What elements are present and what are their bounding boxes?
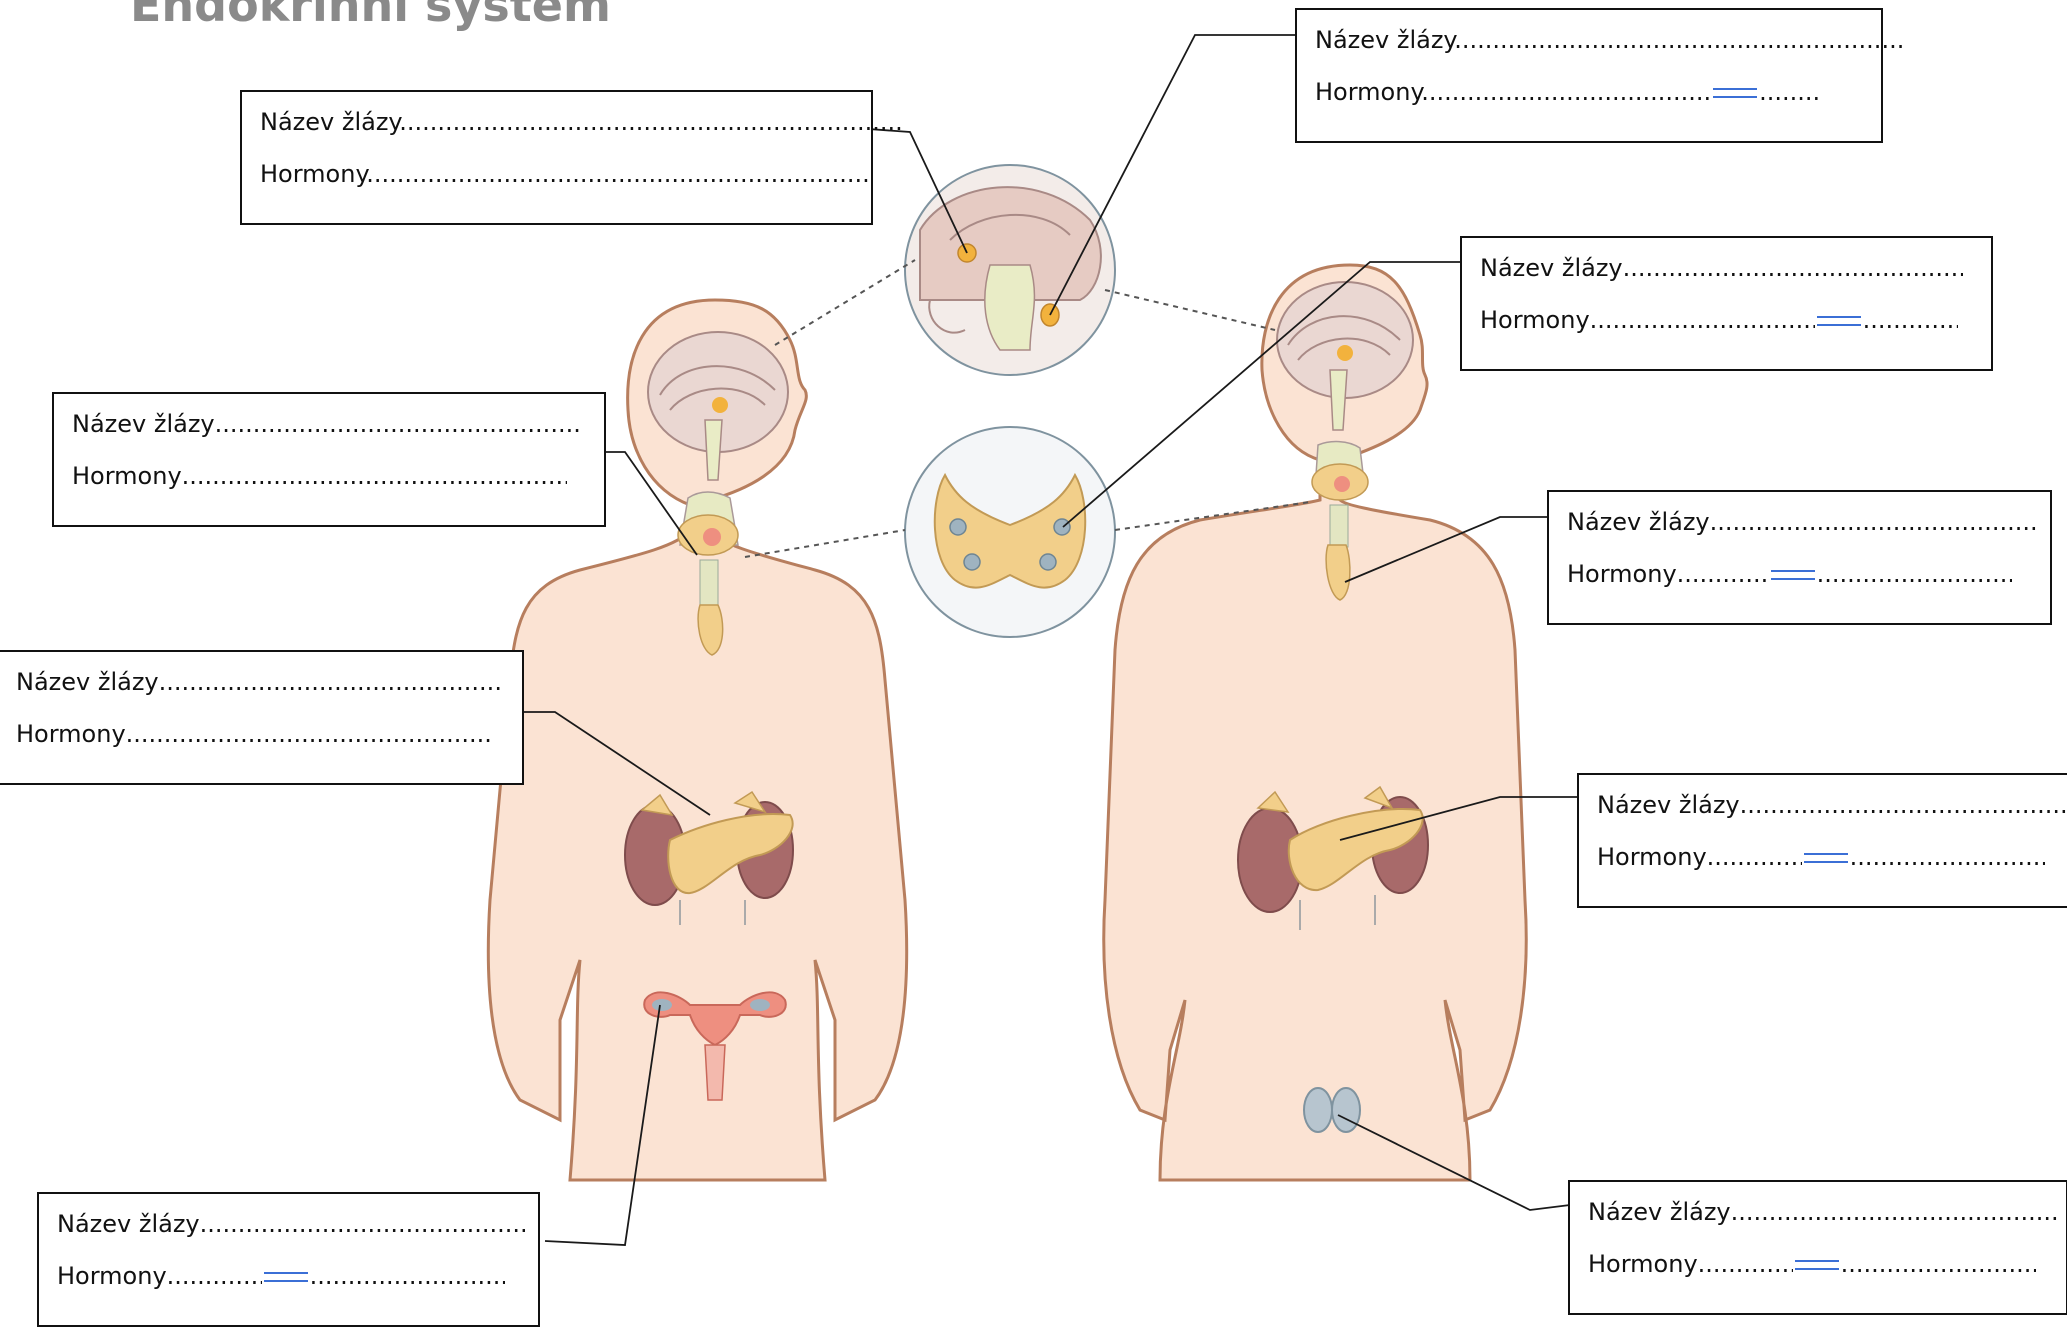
hormones-line[interactable]: Hormony.................................… [1567, 560, 2012, 588]
spellcheck-underline [264, 1272, 308, 1282]
hormones-blank-2[interactable]: ........................................… [1817, 560, 2012, 588]
gland-name-line[interactable]: Název žlázy.............................… [57, 1210, 525, 1238]
spellcheck-underline [1771, 570, 1815, 580]
hormones-blank[interactable]: ...................................... [1677, 560, 1769, 588]
gland-name-label: Název žlázy [1597, 791, 1740, 819]
hormones-line[interactable]: Hormony.................................… [57, 1262, 505, 1290]
gland-name-label: Název žlázy [1588, 1198, 1731, 1226]
hormones-blank[interactable]: ...................................... [167, 1262, 262, 1290]
hormones-blank-2[interactable]: ........................................… [310, 1262, 505, 1290]
hormones-label: Hormony [1597, 843, 1707, 871]
gland-name-line[interactable]: Název žlázy.............................… [1597, 791, 2067, 819]
gland-name-line[interactable]: Název žlázy.............................… [72, 410, 580, 438]
hormones-label: Hormony [1480, 306, 1590, 334]
label-box-pancreas[interactable]: Název žlázy.............................… [1577, 773, 2067, 908]
gland-name-label: Název žlázy [57, 1210, 200, 1238]
hormones-line[interactable]: Hormony.................................… [1480, 306, 1958, 334]
hormones-line[interactable]: Hormony.................................… [16, 720, 491, 748]
gland-name-label: Název žlázy [72, 410, 215, 438]
thyroid-zoom-circle [905, 427, 1115, 637]
hormones-blank[interactable]: ........................................… [366, 160, 870, 188]
gland-name-line[interactable]: Název žlázy.............................… [16, 668, 504, 696]
gland-name-label: Název žlázy [1315, 26, 1454, 54]
gland-name-line[interactable]: Název žlázy.............................… [1315, 26, 1904, 54]
label-box-testes[interactable]: Název žlázy.............................… [1568, 1180, 2067, 1315]
hormones-label: Hormony [16, 720, 126, 748]
hormones-line[interactable]: Hormony.................................… [72, 462, 567, 490]
gland-name-line[interactable]: Název žlázy.............................… [1588, 1198, 2061, 1226]
hormones-blank[interactable]: ...................................... [1590, 306, 1815, 334]
gland-name-label: Název žlázy [260, 108, 399, 136]
hormones-blank-2[interactable]: ...................................... [1863, 306, 1958, 334]
brain-zoom-circle [905, 165, 1115, 375]
hormones-label: Hormony [57, 1262, 167, 1290]
hormones-blank[interactable]: ........................................… [126, 720, 491, 748]
label-box-parathyroid[interactable]: Název žlázy.............................… [1460, 236, 1993, 371]
gland-name-blank[interactable]: ........................................… [1731, 1198, 2061, 1226]
spellcheck-underline [1804, 853, 1848, 863]
label-box-ovaries[interactable]: Název žlázy.............................… [37, 1192, 540, 1327]
gland-name-line[interactable]: Název žlázy.............................… [1567, 508, 2040, 536]
hormones-label: Hormony [72, 462, 182, 490]
male-body-figure [1104, 265, 1526, 1180]
gland-name-line[interactable]: Název žlázy.............................… [1480, 254, 1963, 282]
label-box-adrenal[interactable]: Název žlázy.............................… [0, 650, 524, 785]
hormones-blank[interactable]: ...................................... [1698, 1250, 1793, 1278]
hormones-line[interactable]: Hormony.................................… [260, 160, 870, 188]
hormones-line[interactable]: Hormony.................................… [1588, 1250, 2036, 1278]
hormones-label: Hormony [1567, 560, 1677, 588]
gland-name-blank[interactable]: ........................................… [1454, 26, 1904, 54]
gland-name-blank[interactable]: ........................................… [159, 668, 504, 696]
hormones-blank[interactable]: ...................................... [1707, 843, 1802, 871]
hormones-label: Hormony [260, 160, 366, 188]
hormones-blank-2[interactable]: ........................................… [1850, 843, 2045, 871]
gland-name-blank[interactable]: ........................................… [1740, 791, 2067, 819]
gland-name-label: Název žlázy [1480, 254, 1623, 282]
label-box-pituitary[interactable]: Název žlázy.............................… [1295, 8, 1883, 143]
spellcheck-underline [1817, 316, 1861, 326]
gland-name-line[interactable]: Název žlázy.............................… [260, 108, 903, 136]
gland-name-blank[interactable]: ........................................… [200, 1210, 525, 1238]
hormones-label: Hormony [1315, 78, 1421, 106]
hormones-blank[interactable]: ...................................... [1421, 78, 1711, 106]
spellcheck-underline [1795, 1260, 1839, 1270]
gland-name-blank[interactable]: ........................................… [1710, 508, 2040, 536]
gland-name-blank[interactable]: ........................................… [215, 410, 580, 438]
gland-name-label: Název žlázy [16, 668, 159, 696]
label-box-thymus[interactable]: Název žlázy.............................… [1547, 490, 2052, 625]
gland-name-blank[interactable]: ........................................… [399, 108, 903, 136]
hormones-line[interactable]: Hormony.................................… [1597, 843, 2045, 871]
hormones-line[interactable]: Hormony.................................… [1315, 78, 1819, 106]
spellcheck-underline [1713, 88, 1757, 98]
label-box-pineal[interactable]: Název žlázy.............................… [240, 90, 873, 225]
gland-name-label: Název žlázy [1567, 508, 1710, 536]
label-box-thyroid[interactable]: Název žlázy.............................… [52, 392, 606, 527]
hormones-blank-2[interactable]: ........................................… [1841, 1250, 2036, 1278]
hormones-label: Hormony [1588, 1250, 1698, 1278]
hormones-blank[interactable]: ........................................… [182, 462, 567, 490]
hormones-blank-2[interactable]: ...................................... [1759, 78, 1819, 106]
gland-name-blank[interactable]: ........................................… [1623, 254, 1963, 282]
